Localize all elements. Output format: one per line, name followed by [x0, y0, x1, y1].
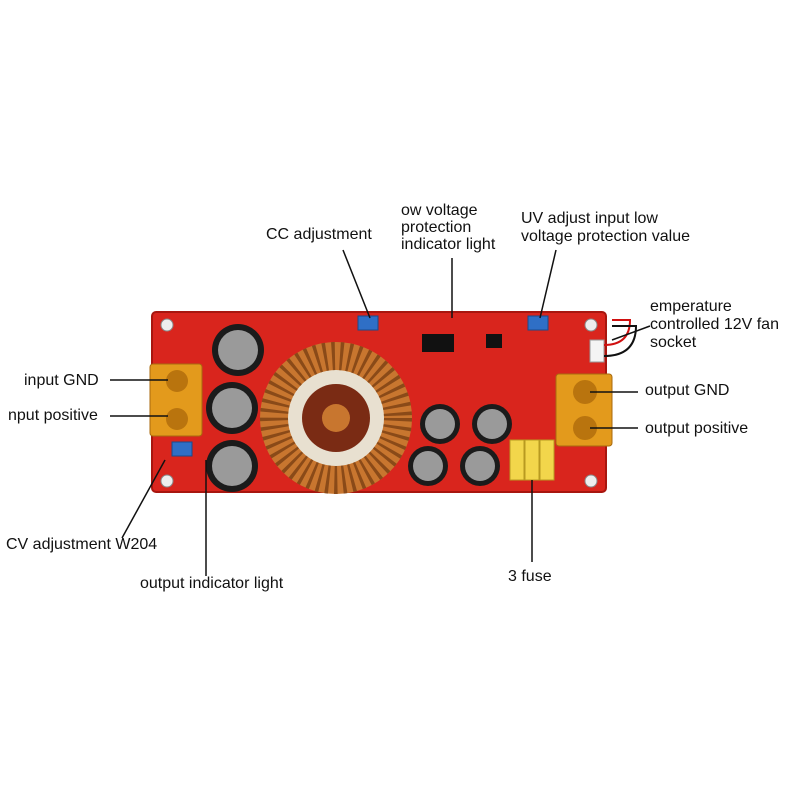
output-terminal-block — [555, 373, 613, 447]
fuses — [509, 439, 555, 481]
output-gnd-label: output GND — [645, 382, 730, 399]
cc-potentiometer — [357, 315, 379, 331]
input-positive-label: nput positive — [8, 407, 98, 424]
fuse-label: 3 fuse — [508, 568, 552, 585]
output-indicator-label: output indicator light — [140, 575, 284, 592]
control-ic — [422, 334, 502, 352]
uv-adjust-label-1: UV adjust input low — [521, 210, 658, 227]
fan-socket-label-2: controlled 12V fan — [650, 316, 779, 333]
low-voltage-light-label-1: ow voltage — [401, 202, 478, 219]
output-positive-label: output positive — [645, 420, 749, 437]
output-capacitors — [408, 404, 512, 486]
uv-potentiometer — [527, 315, 549, 331]
fan-socket-label-3: socket — [650, 334, 697, 351]
input-gnd-label: input GND — [24, 372, 99, 389]
input-capacitors — [206, 324, 264, 492]
input-terminal-block — [149, 363, 203, 437]
cv-potentiometer — [171, 441, 193, 457]
low-voltage-light-label-3: indicator light — [401, 236, 496, 253]
uv-adjust-label-2: voltage protection value — [521, 228, 690, 245]
low-voltage-light-label-2: protection — [401, 219, 472, 236]
fan-socket — [589, 319, 638, 363]
toroid-inductor — [260, 342, 412, 494]
fan-socket-label-1: emperature — [650, 298, 732, 315]
leader-lines — [110, 249, 651, 576]
cc-adjustment-label: CC adjustment — [266, 226, 372, 243]
cv-adjustment-label: CV adjustment W204 — [6, 536, 158, 553]
